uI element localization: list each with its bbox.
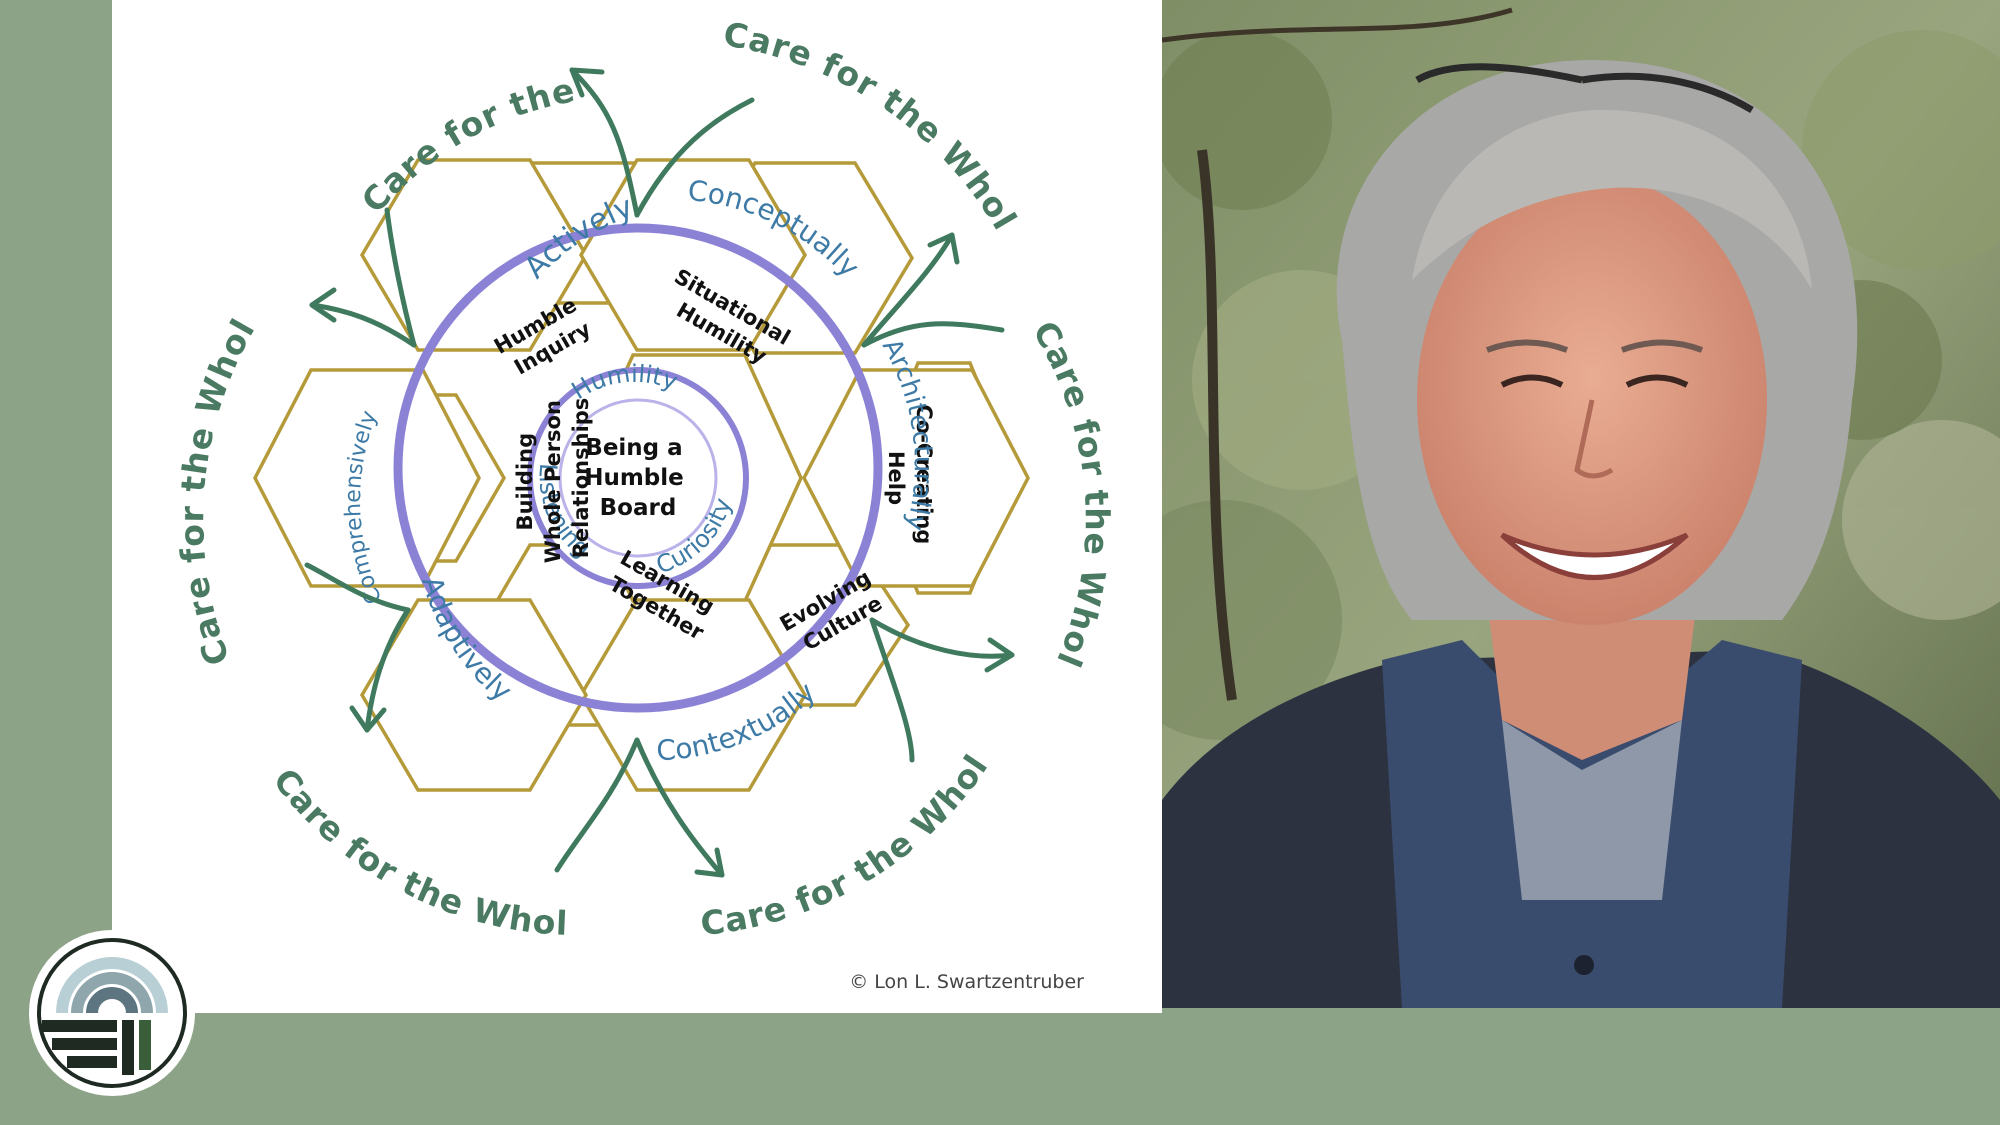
tree-branch bbox=[1197, 149, 1237, 701]
tree-branch-top bbox=[1162, 7, 1513, 43]
label-co-creating-help: Co-Creating Help bbox=[884, 404, 936, 551]
center-circle bbox=[558, 398, 718, 558]
outer-purple-ring bbox=[393, 223, 883, 713]
care-label-6: Care for the Whole bbox=[112, 0, 263, 671]
right-eye bbox=[1625, 374, 1689, 388]
hex-top-left bbox=[359, 158, 589, 352]
arch-logo-icon bbox=[29, 930, 195, 1096]
diagram-panel: Being a Humble Board Humility Listening … bbox=[112, 0, 1162, 1013]
hair-front bbox=[1412, 110, 1812, 290]
hex-right bbox=[802, 368, 1030, 588]
humble-board-diagram: Being a Humble Board Humility Listening … bbox=[112, 0, 1116, 943]
left-eyebrow bbox=[1485, 339, 1569, 353]
hex-bottom-left bbox=[359, 598, 589, 792]
copyright-notice: © Lon L. Swartzentruber bbox=[849, 971, 1084, 993]
glasses-icon bbox=[1415, 63, 1754, 114]
foliage-texture bbox=[1162, 30, 2000, 740]
right-eyebrow bbox=[1620, 339, 1704, 353]
tshirt bbox=[1502, 720, 1682, 900]
left-eye bbox=[1500, 374, 1564, 388]
portrait-illustration bbox=[1162, 0, 2000, 1008]
shirt-button bbox=[1574, 955, 1594, 975]
center-label: Being a Humble Board bbox=[584, 435, 692, 521]
smile bbox=[1500, 532, 1689, 580]
label-building-relationships: Building Whole Person Relationships bbox=[513, 393, 593, 563]
left-green-band bbox=[0, 0, 112, 1013]
nose bbox=[1574, 399, 1614, 479]
portrait-photo bbox=[1162, 0, 2000, 1008]
bottom-green-band bbox=[0, 1013, 2000, 1125]
arrow-group bbox=[304, 67, 1015, 878]
